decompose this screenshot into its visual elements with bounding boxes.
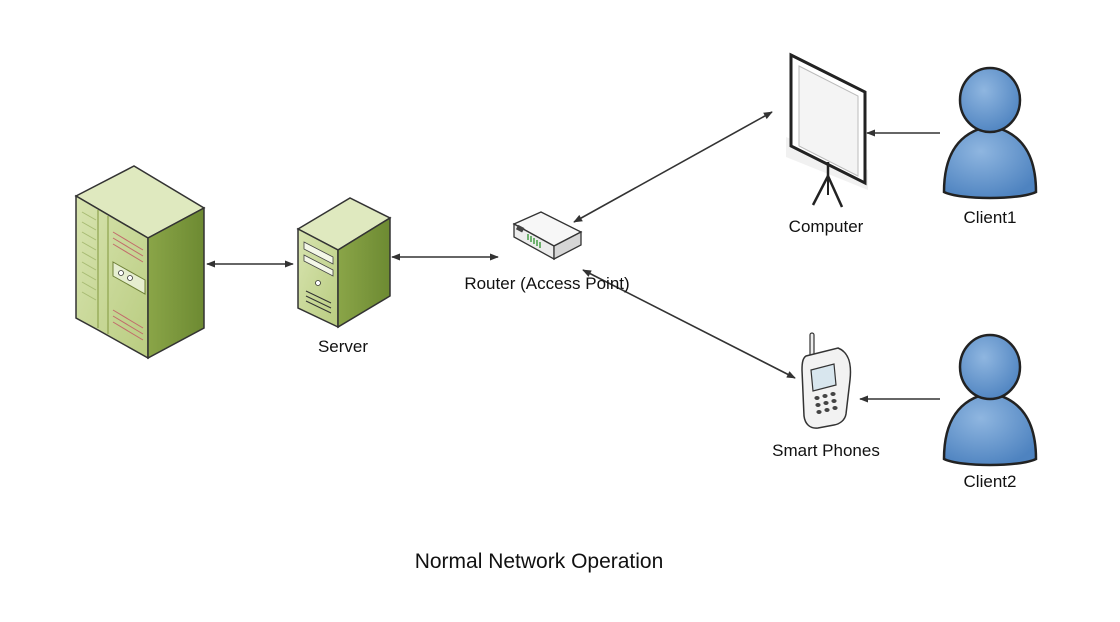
- client1-label: Client1: [964, 208, 1017, 227]
- projector-screen-icon: [786, 52, 868, 208]
- router-label: Router (Access Point): [464, 274, 629, 293]
- person-icon: [942, 333, 1038, 467]
- server-tower-icon: [296, 197, 392, 329]
- client2-label: Client2: [964, 472, 1017, 491]
- server-label: Server: [318, 337, 368, 356]
- phone-icon: [801, 332, 852, 429]
- arrow-router-computer: [573, 111, 773, 223]
- arrow-router-phone: [582, 269, 796, 379]
- server-rack-icon: [74, 165, 206, 360]
- connections: [206, 111, 940, 403]
- computer-label: Computer: [789, 217, 864, 236]
- phone-label: Smart Phones: [772, 441, 880, 460]
- router-icon: [512, 211, 583, 261]
- diagram-caption: Normal Network Operation: [415, 550, 664, 573]
- person-icon: [942, 66, 1038, 200]
